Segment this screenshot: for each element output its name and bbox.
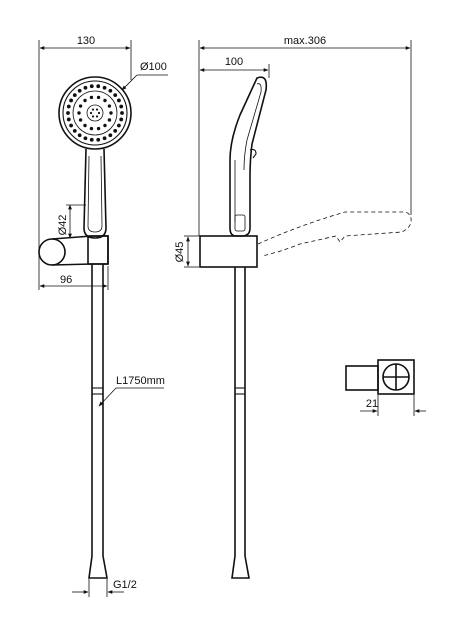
nozzle [78, 118, 83, 122]
nozzle [66, 104, 71, 109]
nozzle [72, 129, 77, 133]
dim-detail-width: 21 [366, 398, 378, 410]
dim-thread: G1/2 [113, 579, 137, 591]
nozzle [109, 111, 113, 115]
nozzle [83, 136, 88, 141]
dim-hose-length: L1750mm [116, 375, 165, 387]
shower-head-side [229, 76, 268, 237]
head-nozzles [66, 84, 124, 142]
nozzle [108, 88, 113, 93]
nozzle [113, 93, 118, 97]
detail-cross [383, 364, 409, 390]
nozzle [102, 85, 107, 90]
nozzle [96, 95, 101, 100]
side-view: max.306 100 Ø45 [174, 35, 412, 579]
nozzle [72, 93, 77, 97]
dim-front-width: 130 [77, 35, 95, 47]
nozzle [108, 133, 113, 138]
nozzle [91, 108, 95, 111]
nozzle [77, 88, 82, 93]
detail-head [377, 359, 415, 395]
nozzle [117, 123, 121, 128]
dim-head-offset: 100 [225, 56, 243, 68]
nozzle [66, 111, 70, 115]
shower-head-front [58, 76, 132, 150]
nozzle [113, 129, 118, 133]
nozzle [95, 115, 99, 118]
leader-head-diameter [121, 74, 138, 91]
front-view: 130 Ø100 Ø42 96 [38, 35, 168, 597]
nozzle [83, 85, 88, 90]
nozzle [97, 111, 101, 115]
nozzle [107, 118, 112, 122]
nozzle [89, 137, 94, 142]
nozzle [96, 126, 101, 131]
hose-side [231, 267, 250, 579]
nozzle [78, 104, 83, 108]
nozzle [117, 98, 121, 103]
nozzle [89, 84, 94, 89]
detail-body [345, 365, 379, 391]
dim-max-reach: max.306 [284, 35, 326, 47]
holder-detail: 21 [345, 359, 426, 416]
nozzle [77, 111, 81, 115]
nozzle [103, 123, 107, 128]
nozzle [83, 123, 87, 128]
nozzle [69, 123, 73, 128]
swing-outline [257, 211, 412, 257]
nozzle [96, 137, 101, 142]
nozzle [119, 117, 124, 122]
nozzle [69, 98, 73, 103]
nozzle [95, 108, 99, 111]
nozzle [66, 117, 71, 122]
leader-hose-length [98, 387, 117, 407]
dim-head-diameter: Ø100 [140, 61, 167, 73]
nozzle [103, 98, 107, 103]
wall-holder-front [38, 235, 109, 266]
dim-handle-diameter: Ø42 [57, 215, 69, 236]
nozzle [89, 111, 93, 115]
nozzle [91, 115, 95, 118]
nozzle [83, 98, 87, 103]
nozzle [120, 111, 124, 115]
hose-front [88, 264, 108, 579]
nozzle [89, 126, 94, 131]
nozzle [102, 136, 107, 141]
wall-holder-side [199, 235, 258, 268]
nozzle [107, 104, 112, 108]
nozzle [96, 84, 101, 89]
nozzle [119, 104, 124, 109]
handle-front [83, 148, 107, 239]
dim-holder-diameter: Ø45 [174, 242, 186, 263]
nozzle [77, 133, 82, 138]
nozzle [89, 95, 94, 100]
dim-holder-width: 96 [60, 274, 72, 286]
